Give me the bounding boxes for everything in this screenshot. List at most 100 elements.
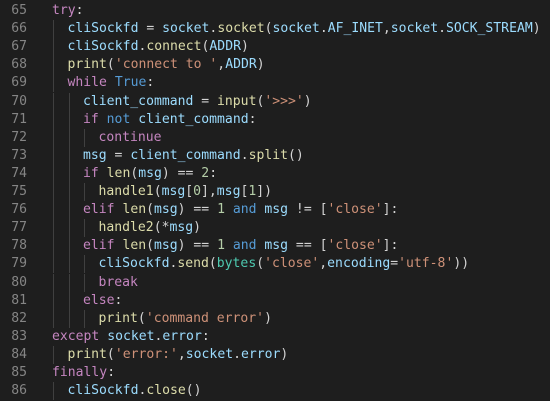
line-number: 74	[11, 165, 27, 181]
code-text: try:	[52, 2, 84, 20]
code-token: ]:	[382, 238, 399, 254]
indent-guide	[68, 273, 70, 292]
code-token: len	[122, 202, 147, 218]
code-token: msg	[153, 238, 178, 254]
line-number: 66	[11, 21, 27, 37]
code-token: .	[154, 328, 163, 344]
indent-guide	[53, 38, 54, 57]
code-token: cliSockfd	[67, 21, 139, 37]
indent-guide	[68, 219, 70, 238]
indent-guide	[84, 273, 85, 292]
code-text: while True:	[68, 74, 155, 92]
indent-guide	[68, 128, 70, 147]
code-token: while	[67, 75, 107, 91]
code-token: socket	[217, 21, 265, 37]
code-token: else	[83, 292, 115, 308]
line-number: 75	[11, 184, 27, 199]
indent-guide	[53, 201, 54, 220]
indent-guide	[84, 183, 85, 201]
code-token: 0	[193, 184, 202, 199]
code-token: )	[240, 39, 249, 55]
code-text: msg = client_command.split()	[83, 147, 304, 165]
code-token: ()	[288, 147, 304, 163]
code-token: handle2	[98, 220, 154, 236]
code-token: 'utf-8'	[398, 256, 454, 272]
line-number: 80	[11, 274, 27, 290]
indent-guide	[53, 164, 54, 183]
code-token	[225, 238, 233, 253]
code-token: ,	[217, 57, 226, 73]
code-token: msg	[153, 202, 178, 218]
code-text: elif len(msg) == 1 and msg == ['close']:	[83, 237, 398, 255]
code-text: print('connect to ',ADDR)	[68, 56, 265, 74]
code-line[interactable]: 73 msg = client_command.split()	[0, 146, 550, 165]
code-token: True	[114, 75, 147, 91]
code-token: print	[98, 310, 138, 326]
code-token: and	[232, 202, 257, 218]
code-line[interactable]: 68 print('connect to ',ADDR)	[0, 56, 550, 75]
line-number: 84	[11, 346, 27, 362]
code-token: =	[138, 21, 163, 37]
line-number: 71	[11, 111, 27, 127]
code-text: handle2(*msg)	[99, 219, 202, 237]
code-token: msg	[264, 238, 289, 254]
line-number: 85	[11, 365, 27, 380]
code-token: cliSockfd	[67, 39, 139, 55]
indent-guide	[68, 183, 70, 201]
line-number: 77	[11, 220, 27, 236]
code-token: msg	[264, 202, 289, 218]
code-token: :	[209, 165, 218, 181]
code-line[interactable]: 84 print('error:',socket.error)	[0, 345, 550, 364]
code-token: if	[83, 165, 99, 181]
code-token: (	[208, 256, 217, 272]
code-token: .	[138, 39, 147, 55]
indent-guide	[53, 255, 54, 274]
code-line[interactable]: 74 if len(msg) == 2:	[0, 164, 550, 183]
indent-guide	[68, 92, 70, 111]
code-token: len	[106, 165, 131, 181]
indent-guide	[53, 56, 54, 75]
code-token: bytes	[216, 256, 257, 272]
indent-guide	[68, 164, 70, 183]
code-token: ,	[177, 346, 186, 362]
code-token: encoding	[327, 256, 391, 272]
code-text: cliSockfd.send(bytes('close',encoding='u…	[99, 255, 470, 273]
line-number: 83	[11, 328, 27, 344]
code-token: handle1	[98, 184, 154, 199]
code-token: socket	[107, 328, 155, 344]
code-token: ) ==	[161, 165, 202, 181]
code-text: print('error:',socket.error)	[68, 346, 289, 364]
code-token: (	[264, 21, 273, 37]
line-number: 68	[11, 57, 27, 73]
code-token: socket	[162, 21, 210, 37]
indent-guide	[53, 345, 54, 364]
code-token: cliSockfd	[98, 256, 170, 272]
code-token: .	[209, 21, 218, 37]
code-token: (	[256, 256, 265, 272]
code-line[interactable]: 77 handle2(*msg)	[0, 219, 550, 238]
indent-guide	[68, 110, 70, 129]
indent-guide	[68, 291, 70, 310]
code-token: msg	[169, 220, 194, 236]
code-token: ) ==	[177, 238, 218, 254]
code-text: if len(msg) == 2:	[83, 165, 217, 183]
line-number: 73	[11, 147, 27, 163]
